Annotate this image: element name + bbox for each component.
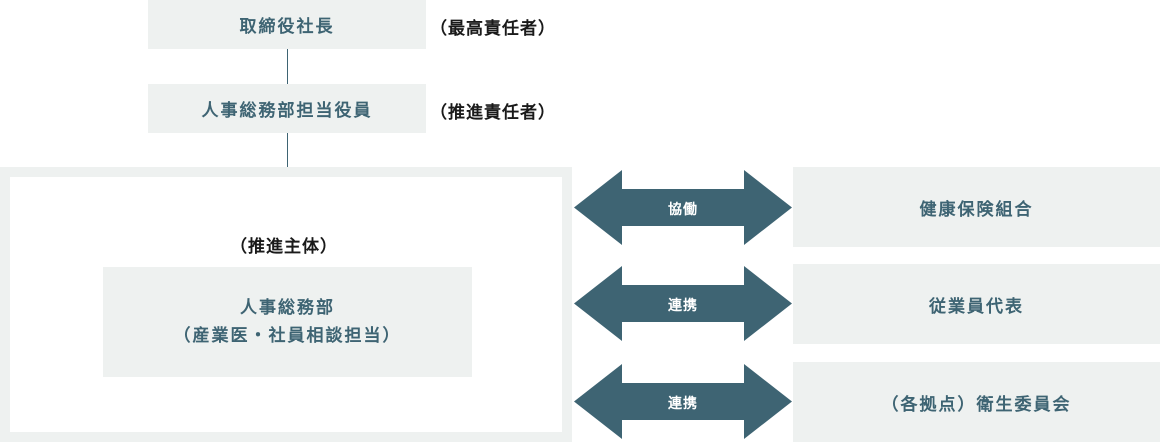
partner-health-insurance: 健康保険組合 — [793, 167, 1160, 247]
hr-dept-box: 人事総務部 （産業医・社員相談担当） — [103, 267, 472, 377]
ceo-role: （最高責任者） — [430, 19, 556, 39]
arrow-label-3: 連携 — [668, 396, 698, 412]
officer-role: （推進責任者） — [430, 103, 556, 123]
partner-label-2: 従業員代表 — [929, 296, 1024, 317]
connector-line-2 — [287, 133, 288, 167]
ceo-label: 取締役社長 — [239, 17, 335, 37]
partner-safety-committee: （各拠点）衛生委員会 — [793, 362, 1160, 442]
partner-employee-rep: 従業員代表 — [793, 264, 1160, 344]
partner-label-3: （各拠点）衛生委員会 — [881, 394, 1072, 415]
arrow-label-1: 協働 — [668, 202, 698, 218]
hr-dept-line1: 人事総務部 — [240, 298, 335, 318]
officer-label: 人事総務部担当役員 — [201, 101, 373, 121]
promotion-body-heading: （推進主体） — [230, 237, 338, 257]
partner-label-1: 健康保険組合 — [919, 199, 1034, 220]
arrow-2 — [574, 266, 792, 341]
arrow-label-2: 連携 — [668, 298, 698, 314]
hr-dept-line2: （産業医・社員相談担当） — [173, 326, 402, 346]
connector-line-1 — [287, 49, 288, 84]
arrow-3 — [574, 364, 792, 439]
arrow-1 — [574, 170, 792, 245]
officer-box: 人事総務部担当役員 — [148, 84, 426, 133]
ceo-box: 取締役社長 — [148, 0, 426, 49]
